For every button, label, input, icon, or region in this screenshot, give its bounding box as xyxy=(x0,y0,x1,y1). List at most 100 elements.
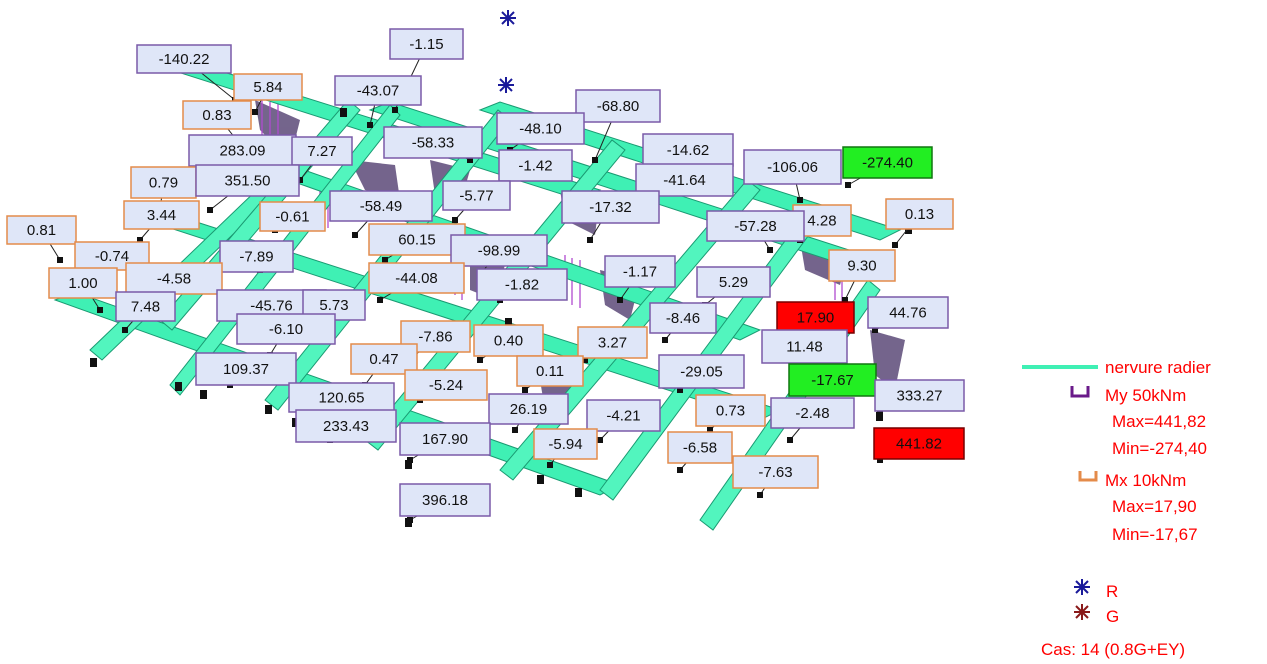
value-label: 7.48 xyxy=(115,291,176,322)
value-label-box xyxy=(873,427,965,460)
value-label: 1.00 xyxy=(48,267,118,299)
anchor-node xyxy=(707,427,713,433)
value-label-text: 9.30 xyxy=(847,258,876,275)
legend-mx-max: Max=17,90 xyxy=(1112,497,1197,516)
value-label-box xyxy=(288,382,395,413)
value-label-text: 0.11 xyxy=(536,363,564,380)
anchor-node xyxy=(407,457,413,463)
anchor-node xyxy=(877,457,883,463)
anchor-node xyxy=(512,427,518,433)
value-label: 0.47 xyxy=(350,343,418,375)
value-label-text: -1.82 xyxy=(505,277,539,294)
value-label: 3.44 xyxy=(123,200,200,230)
value-label-box xyxy=(389,28,464,60)
anchor-node xyxy=(592,157,598,163)
value-label-text: -1.42 xyxy=(518,158,552,175)
value-label: 0.40 xyxy=(473,324,544,357)
value-label-box xyxy=(516,355,584,387)
value-label-text: 0.79 xyxy=(149,175,178,192)
value-label-text: -1.15 xyxy=(409,36,443,53)
value-label-text: 167.90 xyxy=(422,431,468,448)
value-label: -274.40 xyxy=(842,146,933,179)
anchor-node xyxy=(467,157,473,163)
value-label-text: -14.62 xyxy=(667,142,710,159)
value-label: 333.27 xyxy=(874,379,965,412)
r-star-icon xyxy=(1074,579,1090,595)
value-label: -7.63 xyxy=(732,455,819,489)
legend-my-label: My 50kNm xyxy=(1105,386,1186,405)
value-label: -58.49 xyxy=(329,190,433,222)
legend-mx-min: Min=-17,67 xyxy=(1112,525,1198,544)
value-label: -48.10 xyxy=(496,112,585,145)
legend-nervure-label: nervure radier xyxy=(1105,358,1211,377)
value-label-text: -44.08 xyxy=(395,270,438,287)
value-label: 5.29 xyxy=(696,266,771,298)
anchor-node xyxy=(367,122,373,128)
value-label: 233.43 xyxy=(295,409,397,443)
anchor-node xyxy=(757,492,763,498)
anchor-node xyxy=(677,387,683,393)
value-label: -68.80 xyxy=(575,89,661,123)
value-label-text: -6.58 xyxy=(683,440,717,457)
value-label-box xyxy=(498,149,573,182)
value-label-text: -4.58 xyxy=(157,271,191,288)
value-label-text: -17.67 xyxy=(811,372,854,389)
value-label-box xyxy=(123,200,200,230)
value-label-text: 0.81 xyxy=(27,222,56,239)
value-label-text: -5.77 xyxy=(459,188,493,205)
value-label-text: 120.65 xyxy=(319,390,365,407)
value-label-text: 0.40 xyxy=(494,333,523,350)
my-bracket-icon xyxy=(1070,386,1090,398)
legend-g-label: G xyxy=(1106,607,1119,626)
value-label-box xyxy=(533,428,598,460)
value-label-box xyxy=(125,262,223,295)
anchor-node xyxy=(137,237,143,243)
value-label: 0.83 xyxy=(182,100,252,130)
value-label-box xyxy=(130,166,197,199)
value-label-box xyxy=(496,112,585,145)
value-label-box xyxy=(776,301,855,334)
value-label-box xyxy=(732,455,819,489)
value-label-text: -17.32 xyxy=(589,199,632,216)
value-label-text: 4.28 xyxy=(807,213,836,230)
value-label-text: 0.83 xyxy=(202,107,231,124)
value-label-box xyxy=(259,201,326,232)
value-label-text: -29.05 xyxy=(680,364,723,381)
value-label-box xyxy=(136,44,232,74)
legend-case-label: Cas: 14 (0.8G+EY) xyxy=(1041,640,1185,659)
value-label-text: -7.86 xyxy=(418,329,452,346)
value-label-box xyxy=(667,431,733,464)
value-label-box xyxy=(695,394,766,427)
value-label: -1.82 xyxy=(476,268,568,301)
value-label-text: -48.10 xyxy=(519,121,562,138)
value-label: -17.32 xyxy=(561,190,660,224)
anchor-node xyxy=(547,462,553,468)
value-label: -29.05 xyxy=(658,354,745,389)
value-label: -98.99 xyxy=(450,234,548,267)
value-label-text: -140.22 xyxy=(159,51,210,68)
value-label-text: -0.61 xyxy=(275,209,309,226)
value-label-box xyxy=(473,324,544,357)
anchor-node xyxy=(597,437,603,443)
value-label-text: 3.27 xyxy=(598,335,627,352)
value-label: -7.89 xyxy=(219,240,294,273)
value-label-text: 60.15 xyxy=(398,232,436,249)
anchor-node xyxy=(797,197,803,203)
anchor-node xyxy=(842,297,848,303)
value-label-box xyxy=(236,313,336,345)
value-label: -4.21 xyxy=(586,399,661,432)
value-label: 11.48 xyxy=(761,329,848,364)
value-label-box xyxy=(329,190,433,222)
value-label-text: -4.21 xyxy=(606,408,640,425)
value-label: -106.06 xyxy=(743,149,842,185)
value-label: 44.76 xyxy=(867,296,949,329)
value-label-text: 333.27 xyxy=(897,388,943,405)
value-label-box xyxy=(195,352,297,386)
value-label-box xyxy=(219,240,294,273)
anchor-node xyxy=(297,177,303,183)
mx-bracket-icon xyxy=(1078,471,1098,482)
value-label-text: 109.37 xyxy=(223,361,269,378)
value-label-text: -7.63 xyxy=(758,464,792,481)
value-label-box xyxy=(561,190,660,224)
